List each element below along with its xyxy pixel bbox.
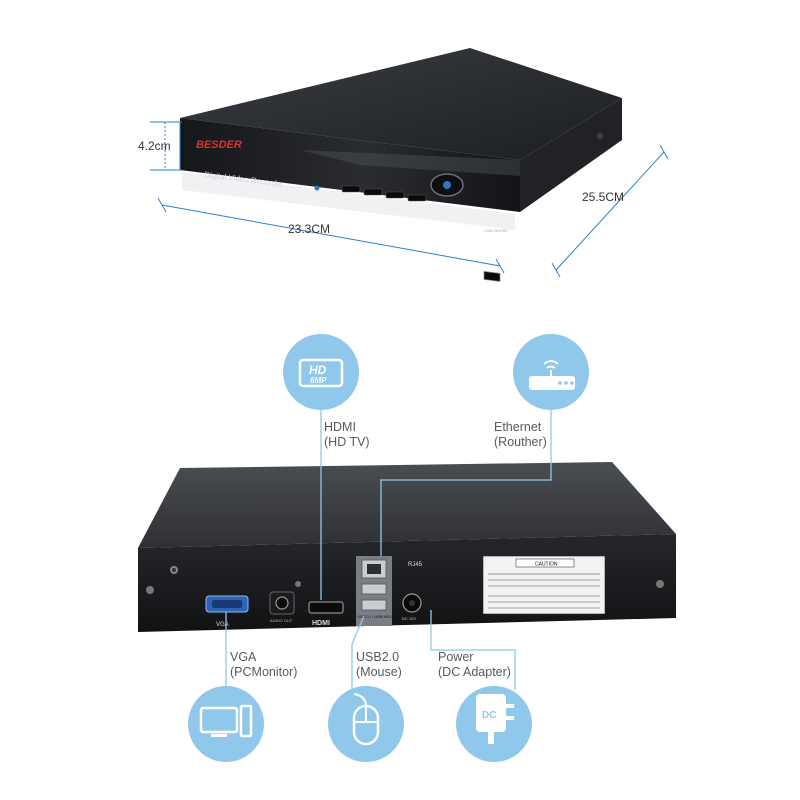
hdmi-callout-circle: HD 6MP [283, 334, 359, 410]
power-callout-subtitle: (DC Adapter) [438, 665, 511, 679]
ethernet-callout-title: Ethernet [494, 420, 542, 434]
hdmi-port [308, 601, 344, 614]
monitor-callout-circle [188, 686, 264, 762]
front-device-side [520, 98, 622, 212]
front-button [407, 194, 427, 202]
hdmi-port-label: HDMI [312, 620, 330, 627]
vga-callout-label: VGA (PCMonitor) [230, 650, 297, 680]
hdmi-callout-title: HDMI [324, 420, 356, 434]
front-view-device: USB MOUSE BESDER Digital Video Recorder [180, 48, 622, 282]
dimension-lines [150, 121, 669, 278]
rear-view-device: VGA AUDIO OUT HDMI USB2.0 / USB MOUSE RJ… [138, 462, 676, 632]
hdmi-callout-label: HDMI (HD TV) [324, 420, 370, 450]
caution-label: CAUTION [482, 555, 606, 615]
rear-device-top [138, 462, 676, 548]
power-callout-title: Power [438, 650, 474, 664]
front-usb-port [483, 270, 501, 282]
hd-icon-subtext: 6MP [310, 376, 327, 385]
usb-port-1 [361, 583, 387, 595]
ethernet-callout-subtitle: (Routher) [494, 435, 547, 449]
dc-port-label: DC 12V [402, 616, 416, 621]
usb-callout-subtitle: (Mouse) [356, 665, 402, 679]
indicator-led [314, 185, 320, 191]
vga-port-label: VGA [216, 622, 229, 628]
leader-lines [225, 405, 552, 705]
dc-icon-text: DC [482, 710, 496, 721]
brand-logo-text: BESDER [196, 139, 242, 151]
ethernet-callout-label: Ethernet (Routher) [494, 420, 547, 450]
usb-port-label: USB2.0 / USB MOUSE [357, 614, 398, 619]
usb-callout-label: USB2.0 (Mouse) [356, 650, 402, 680]
hdmi-callout-subtitle: (HD TV) [324, 435, 370, 449]
width-dimension-label: 23.3CM [288, 222, 331, 236]
front-device-top [180, 48, 622, 160]
audio-out-label: AUDIO OUT [270, 618, 293, 623]
mouse-callout-circle [328, 686, 404, 762]
vga-callout-title: VGA [230, 650, 257, 664]
hd-icon-text: HD [309, 363, 327, 377]
front-button [385, 191, 405, 199]
front-button [363, 188, 383, 196]
depth-dimension-label: 25.5CM [582, 190, 625, 204]
front-usb-label: USB MOUSE [484, 228, 508, 233]
rj45-label: RJ45 [408, 562, 423, 568]
height-dimension-label: 4.2cm [138, 139, 171, 153]
usb-port-2 [361, 599, 387, 611]
dc-adapter-callout-circle: DC [456, 686, 532, 762]
usb-callout-title: USB2.0 [356, 650, 400, 664]
power-callout-label: Power (DC Adapter) [438, 650, 511, 680]
vga-callout-subtitle: (PCMonitor) [230, 665, 298, 679]
router-callout-circle [513, 334, 589, 410]
svg-text:CAUTION: CAUTION [535, 562, 558, 568]
front-button [341, 185, 361, 193]
